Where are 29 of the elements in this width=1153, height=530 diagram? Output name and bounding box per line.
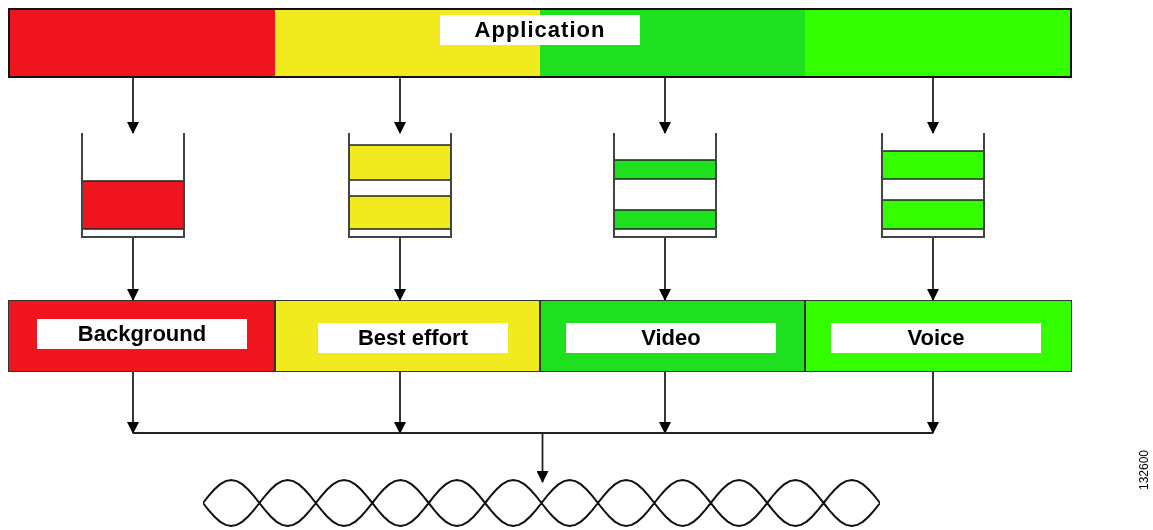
traffic-class-box [805,300,1072,372]
arrow [659,237,671,301]
figure-number: 132600 [1137,450,1151,491]
merge-line [132,432,934,483]
arrow [394,371,406,434]
arrow [394,237,406,301]
arrow [127,371,139,434]
queue-drawing [81,133,185,238]
traffic-class-box [8,300,275,372]
node-label: Best effort [318,323,508,353]
arrow [927,77,939,134]
arrow [394,77,406,134]
arrow [127,77,139,134]
wave-drawing [203,478,880,528]
queue-drawing [613,133,717,238]
node-label: Voice [831,323,1041,353]
traffic-class-box [540,300,805,372]
arrow [927,237,939,301]
node-label: Application [440,15,640,45]
arrow [659,371,671,434]
arrow [659,77,671,134]
queue-drawing [348,133,452,238]
queue-drawing [881,133,985,238]
traffic-class-box [275,300,540,372]
arrow [127,237,139,301]
node-label: Background [37,319,247,349]
arrow [927,371,939,434]
node-label: Video [566,323,776,353]
application-bar [8,8,1072,78]
